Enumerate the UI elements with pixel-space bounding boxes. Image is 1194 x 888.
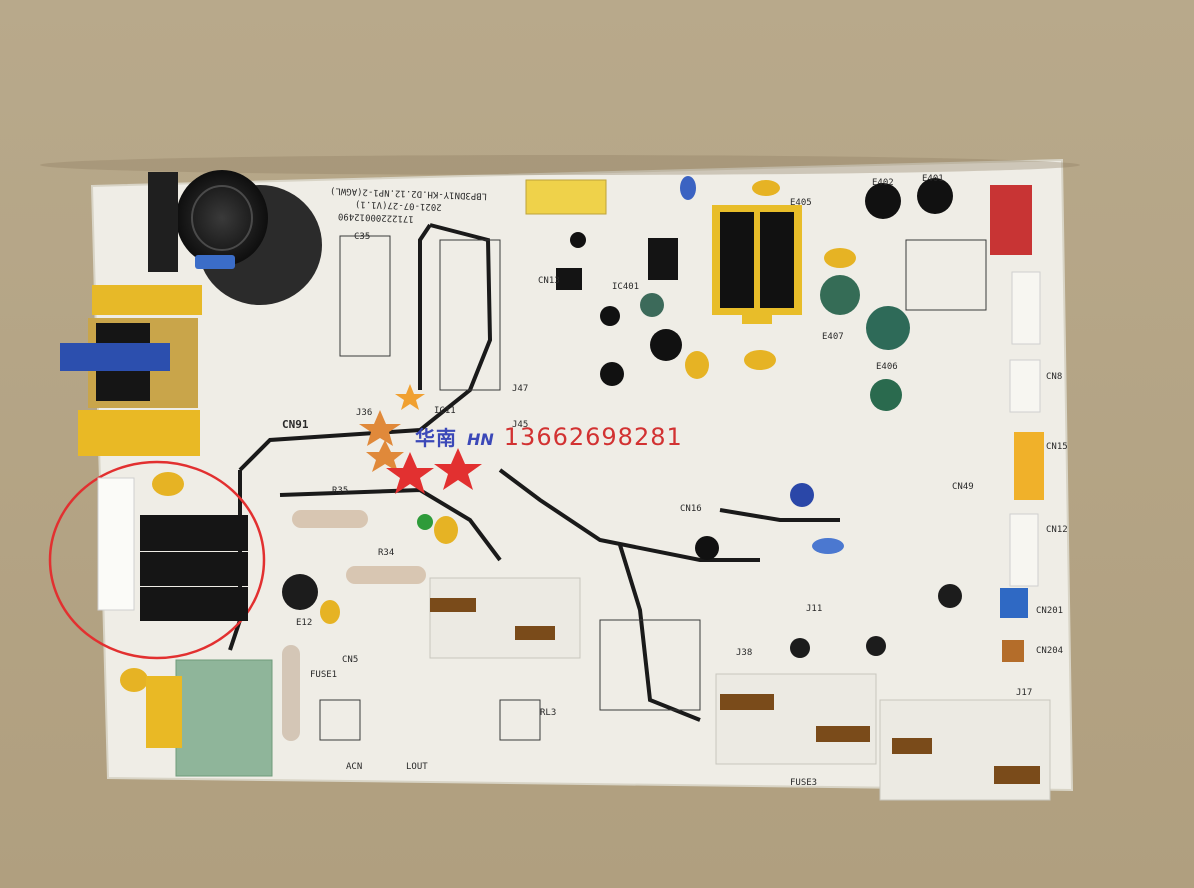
highlight-circle [48,460,266,660]
label-fuse1: FUSE1 [310,670,338,680]
connector-cn8 [1009,359,1041,413]
d-pads [570,178,953,560]
display-connector [990,185,1032,255]
blue-cap-2 [812,538,844,554]
relay-block [140,515,248,621]
transformer [712,205,802,324]
connector-cn204 [1002,640,1024,662]
watermark-phone: 13662698281 [503,423,683,451]
blue-capacitor [790,483,814,507]
label-cn8: CN8 [1046,372,1063,382]
connector-cn-top [1011,271,1041,345]
watermark: 华南 HN 13662698281 [415,422,683,451]
label-rl3: RL3 [540,708,557,718]
label-j45: J45 [512,420,529,430]
filter-inductor [60,285,202,456]
board-shadow [40,155,1080,175]
label-j36: J36 [356,408,373,418]
label-acn: ACN [346,762,363,772]
label-c35: C35 [354,232,371,242]
led-green [417,514,433,530]
silk-outlines [319,235,987,741]
watermark-stars [359,384,482,494]
connector-left [97,477,135,611]
resistors [282,510,426,741]
bracket [148,172,178,272]
label-fuse3: FUSE3 [790,778,818,788]
label-cn16: CN16 [680,504,702,514]
label-ic401: IC401 [612,282,640,292]
label-r34: R34 [378,548,395,558]
label-cn5: CN5 [342,655,359,665]
label-e405: E405 [790,198,812,208]
green-block [175,659,273,777]
yellow-block-bottom [146,676,182,748]
label-cn49: CN49 [952,482,974,492]
small-capacitors [120,180,856,692]
connector-cn15 [1014,432,1044,500]
label-cn204: CN204 [1036,646,1064,656]
label-cn201: CN201 [1036,606,1064,616]
label-r35: R35 [332,486,349,496]
label-ic13: CN13 [538,276,560,286]
label-lout: LOUT [406,762,428,772]
film-capacitor [525,179,607,215]
blue-cap-3 [680,176,696,200]
label-j17: J17 [1016,688,1033,698]
green-capacitors [640,275,910,411]
label-e402: E402 [872,178,894,188]
connector-cn12 [1009,513,1039,587]
watermark-brand-cn: 华南 [415,426,457,450]
label-j11: J11 [806,604,823,614]
label-ic11: IC11 [434,406,456,416]
label-e12: E12 [296,618,313,628]
label-e406: E406 [876,362,898,372]
small-black-caps [282,574,962,658]
label-e401: E401 [922,174,944,184]
ic-13 [556,268,582,290]
label-cn15: CN15 [1046,442,1068,452]
label-j38: J38 [736,648,753,658]
power-blocks [429,577,1051,801]
ic-401 [648,238,678,280]
capacitor-large [176,170,322,305]
watermark-brand-en: HN [467,430,494,449]
label-cn91: CN91 [282,418,309,431]
label-e407: E407 [822,332,844,342]
label-cn12: CN12 [1046,525,1068,535]
label-j47: J47 [512,384,529,394]
switch-blue [1000,588,1028,618]
